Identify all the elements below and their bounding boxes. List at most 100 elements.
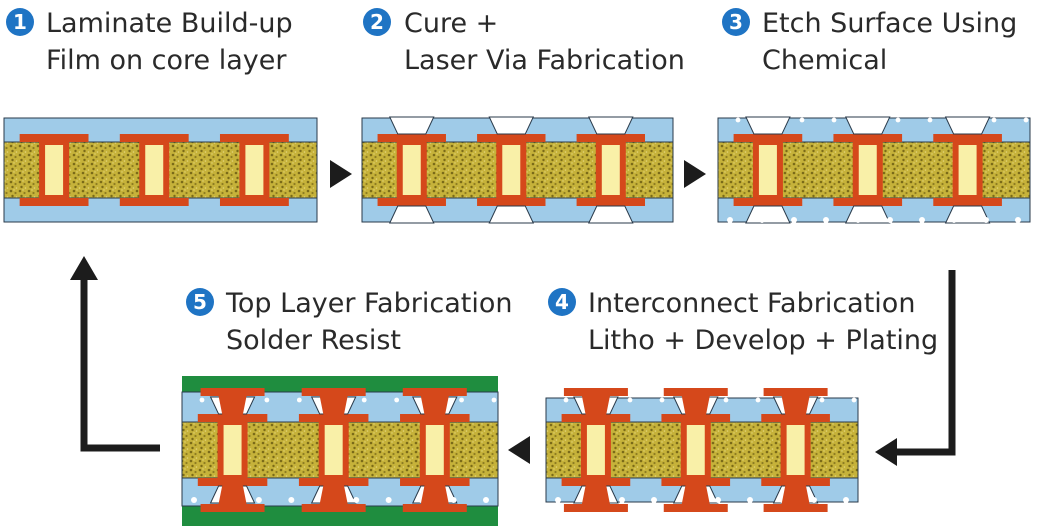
via-fill	[245, 145, 264, 195]
arrowhead-left-icon	[875, 438, 897, 466]
core-pad-top	[197, 414, 268, 422]
core-pad-top	[400, 414, 470, 422]
step-number: 2	[370, 10, 384, 34]
step-title-line1: Cure +	[404, 8, 498, 39]
core-pad-bottom	[561, 478, 631, 486]
core-pad-top	[833, 134, 903, 142]
cross-section-step-3	[717, 116, 1031, 224]
step-label-5: 5 Top Layer Fabrication Solder Resist	[186, 288, 512, 356]
step-number: 3	[729, 10, 743, 34]
etch-pit	[199, 397, 205, 403]
core-pad-bottom	[400, 478, 470, 486]
core-pad-top	[933, 134, 1002, 142]
step-badge	[548, 288, 576, 316]
etch-pit	[1015, 217, 1021, 223]
etch-pit	[483, 497, 489, 503]
etch-pit	[723, 397, 729, 403]
core-pad-bottom	[197, 478, 268, 486]
plated-interconnect-top	[563, 388, 628, 416]
etch-pit	[991, 117, 997, 123]
core-pad-bottom	[833, 198, 903, 206]
laser-via-bottom	[488, 205, 535, 224]
laser-via-bottom	[388, 205, 435, 224]
cross-section-step-1	[3, 117, 318, 223]
laser-via-top	[588, 116, 634, 135]
etch-pit	[863, 117, 869, 123]
etch-pit	[855, 217, 861, 223]
plated-interconnect-top	[402, 388, 467, 416]
etch-pit	[823, 217, 829, 223]
core-pad-top	[576, 134, 646, 142]
step-badge	[186, 288, 214, 316]
etch-pit	[851, 397, 857, 403]
etch-pit	[951, 217, 957, 223]
step-title-line2: Chemical	[762, 45, 887, 76]
arrow-up-left-icon	[80, 278, 160, 452]
arrow-left-icon	[508, 436, 530, 464]
plated-interconnect-bottom	[200, 484, 265, 512]
core-pad-bottom	[761, 478, 830, 486]
step-number: 5	[193, 290, 207, 314]
core-pad-bottom	[377, 198, 446, 206]
etch-pit	[459, 397, 464, 403]
core-pad-top	[219, 134, 289, 142]
etch-pit	[659, 397, 665, 403]
etch-pit	[627, 397, 633, 403]
via-fill	[223, 425, 242, 475]
etch-pit	[715, 497, 721, 503]
plated-interconnect-bottom	[563, 484, 628, 512]
laser-via-top	[844, 116, 891, 135]
etch-pit	[1023, 117, 1029, 123]
core-pad-top	[477, 134, 546, 142]
step-title-line1: Top Layer Fabrication	[225, 288, 512, 319]
via-fill	[786, 425, 805, 475]
step-label-3: 3 Etch Surface Using Chemical	[722, 8, 1017, 76]
etch-pit	[767, 117, 773, 123]
via-fill	[402, 145, 421, 195]
etch-pit	[385, 497, 392, 503]
step-title-line1: Interconnect Fabrication	[588, 288, 915, 319]
step-label-2: 2 Cure + Laser Via Fabrication	[363, 8, 685, 76]
via-fill	[145, 145, 164, 195]
etch-pit	[887, 217, 893, 223]
etch-pit	[361, 397, 367, 403]
plated-interconnect-bottom	[301, 484, 366, 512]
etch-pit	[555, 497, 561, 503]
etch-pit	[959, 117, 965, 123]
via-fill	[858, 145, 877, 195]
etch-pit	[819, 397, 825, 403]
etch-pit	[759, 217, 765, 223]
etch-pit	[755, 397, 761, 403]
etch-pit	[191, 497, 197, 503]
core-pad-top	[761, 414, 830, 422]
step-title-line2: Solder Resist	[226, 325, 401, 356]
core-pad-top	[661, 414, 731, 422]
etch-pit	[491, 397, 497, 403]
etch-pit	[843, 497, 849, 503]
step-title-line2: Film on core layer	[46, 45, 287, 76]
step-badge	[722, 8, 750, 36]
core-pad-top	[119, 134, 189, 142]
etch-pit	[983, 217, 989, 223]
plated-interconnect-top	[301, 388, 366, 416]
core-pad-bottom	[119, 198, 189, 206]
plated-interconnect-top	[663, 388, 728, 416]
laser-via-bottom	[745, 205, 791, 224]
etch-pit	[353, 497, 360, 503]
etch-pit	[791, 217, 797, 223]
core-pad-top	[733, 134, 803, 142]
etch-pit	[450, 497, 457, 503]
etch-pit	[799, 117, 805, 123]
etch-pit	[619, 497, 625, 503]
etch-pit	[651, 497, 657, 503]
cross-section-step-5	[181, 376, 499, 526]
via-fill	[45, 145, 64, 195]
plated-interconnect-bottom	[763, 484, 828, 512]
step-title-line1: Laminate Build-up	[46, 8, 293, 39]
via-fill	[502, 145, 521, 195]
via-fill	[586, 425, 605, 475]
core-pad-top	[377, 134, 446, 142]
via-fill	[425, 425, 444, 475]
core-pad-bottom	[19, 198, 89, 206]
